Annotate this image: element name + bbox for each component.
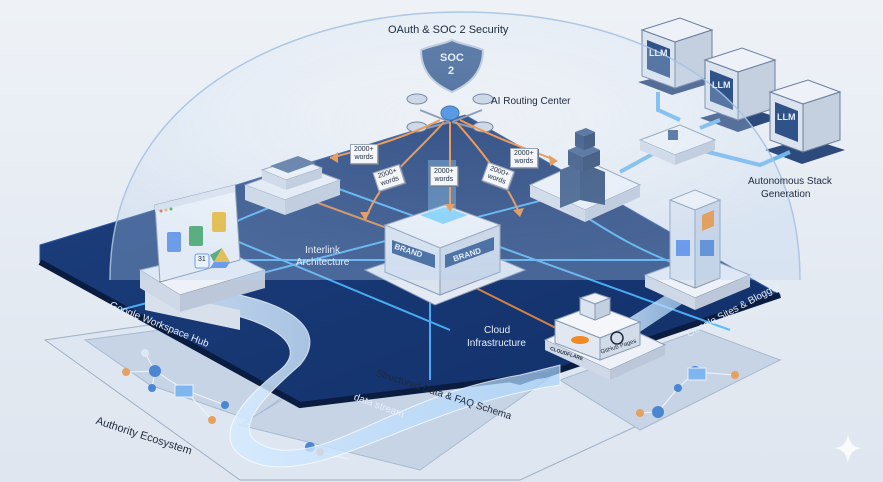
- authority-network-nodes: [122, 349, 739, 464]
- github-icon: [610, 331, 624, 345]
- autonomous-label-line2: Generation: [761, 189, 811, 200]
- content-note: 2000+words: [350, 144, 378, 164]
- llm-label: LLM: [712, 80, 731, 90]
- note-value: 2000+: [354, 146, 374, 153]
- cloud-label-line2: Infrastructure: [467, 338, 526, 349]
- cloudflare-icon: [571, 336, 589, 344]
- interlink-label-line2: Architecture: [296, 257, 350, 268]
- soc-badge-line1: SOC: [440, 52, 464, 64]
- llm-server-3: [765, 79, 845, 164]
- routing-label: AI Routing Center: [491, 96, 571, 107]
- llm-label: LLM: [649, 48, 668, 58]
- autonomous-label-line1: Autonomous Stack: [748, 176, 832, 187]
- sparkle-icon: [834, 434, 862, 463]
- content-note: 2000+words: [430, 166, 458, 186]
- data-stream-ribbon: [209, 289, 561, 468]
- note-unit: words: [514, 158, 534, 165]
- llm-label: LLM: [777, 112, 796, 122]
- note-unit: words: [354, 154, 374, 161]
- calendar-day: 31: [198, 256, 206, 263]
- interlink-label-line1: Interlink: [305, 245, 341, 256]
- cloud-label-line1: Cloud: [484, 325, 511, 336]
- security-label: OAuth & SOC 2 Security: [388, 24, 509, 36]
- soc-badge-line2: 2: [448, 65, 455, 77]
- cloud-infrastructure-node: [543, 292, 667, 380]
- content-note: 2000+words: [510, 148, 538, 168]
- note-value: 2000+: [514, 150, 534, 157]
- note-unit: words: [434, 176, 454, 183]
- note-value: 2000+: [434, 168, 454, 175]
- glass-dome: [109, 11, 801, 281]
